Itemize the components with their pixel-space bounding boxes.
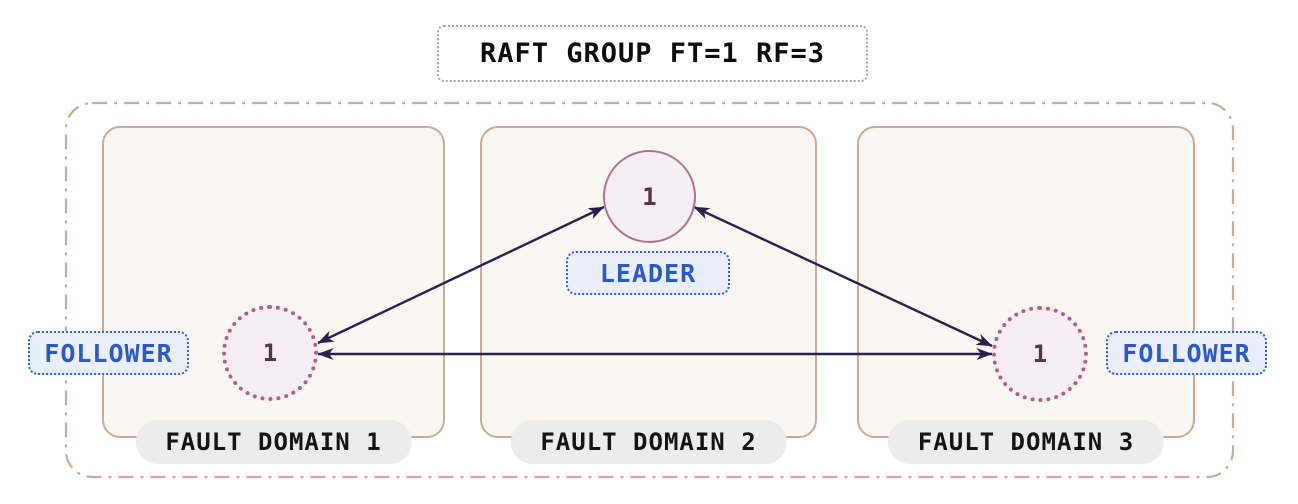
fault-domain-3-label-pill: FAULT DOMAIN 3 [887,420,1165,464]
follower-1-role-label: FOLLOWER [44,338,173,368]
follower-node-1-value: 1 [262,339,278,367]
fault-domain-2-label: FAULT DOMAIN 2 [540,428,757,456]
follower-3-role-label: FOLLOWER [1122,338,1251,368]
follower-node-3: 1 [992,306,1088,402]
follower-1-role-badge: FOLLOWER [28,331,189,375]
fault-domain-1-label: FAULT DOMAIN 1 [165,428,382,456]
leader-role-label: LEADER [599,258,697,288]
leader-node-value: 1 [642,182,657,211]
follower-3-role-badge: FOLLOWER [1106,331,1267,375]
raft-group-title: RAFT GROUP FT=1 RF=3 [437,25,868,82]
fault-domain-2-label-pill: FAULT DOMAIN 2 [510,420,787,464]
follower-node-1: 1 [222,305,318,401]
leader-role-badge: LEADER [566,251,730,295]
fault-domain-1-label-pill: FAULT DOMAIN 1 [135,420,412,464]
fault-domain-3-label: FAULT DOMAIN 3 [917,428,1135,456]
raft-group-title-label: RAFT GROUP FT=1 RF=3 [479,38,826,69]
leader-node: 1 [603,150,696,243]
follower-node-3-value: 1 [1032,340,1048,368]
